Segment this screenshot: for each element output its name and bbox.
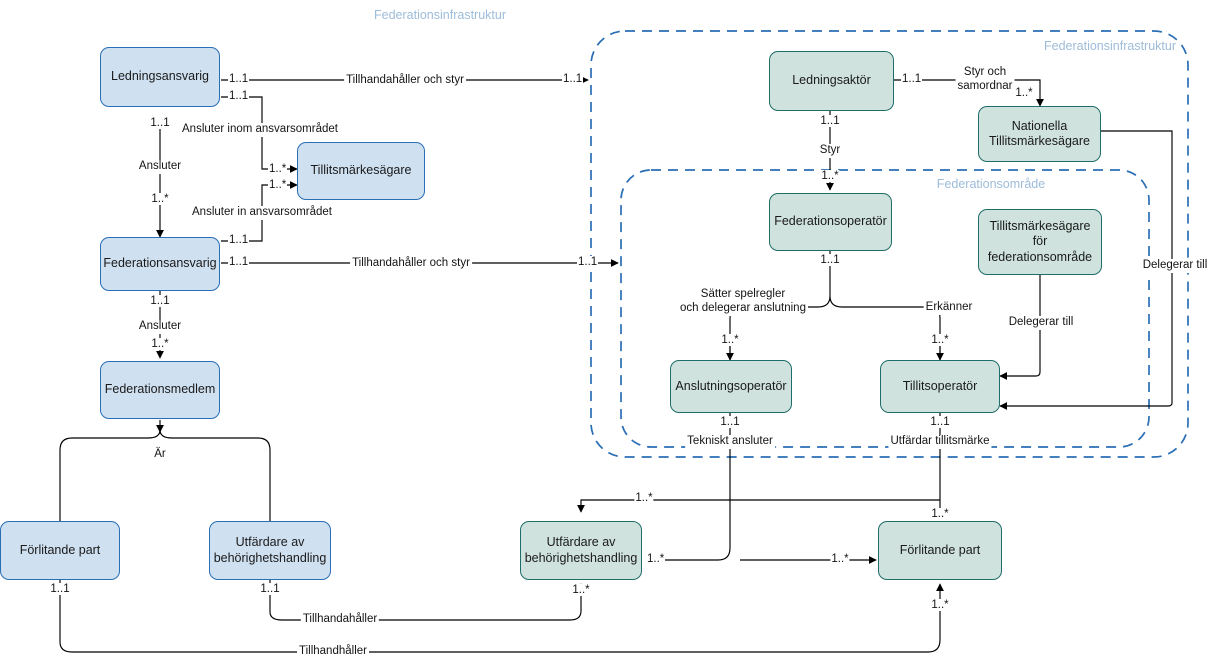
multiplicity-utfardare-green-bottom: 1..* [571, 584, 591, 596]
node-nationella-tillitsmarkesagare[interactable]: Nationella Tillitsmärkesägare [978, 106, 1101, 162]
multiplicity-anslutningsoperator-in: 1..* [720, 334, 740, 346]
edge-label-satter-spelregler: Sätter spelregler och delegerar anslutni… [678, 288, 808, 316]
multiplicity-federationsansvarig-right-2: 1..1 [228, 256, 250, 268]
node-label: Utfärdare av behörighetshandling [213, 535, 327, 565]
multiplicity-tillitsmarkesagare-in-1: 1..* [268, 163, 288, 175]
zone-title-federationsomrade: Federationsområde [936, 177, 1046, 191]
node-federationsmedlem[interactable]: Federationsmedlem [100, 361, 220, 419]
node-label: Ledningsansvarig [111, 69, 209, 84]
node-label: Federationsansvarig [103, 256, 217, 271]
multiplicity-forlitande-green-arrow: 1..* [830, 553, 850, 565]
edge-label-tillhandahaller: Tillhandahåller [300, 613, 380, 627]
multiplicity-forlitande-green-bottom: 1..* [930, 599, 950, 611]
zone-federationsomrade-border [620, 169, 1150, 448]
edge-line-styr-och-samordnar [894, 79, 1045, 107]
node-label: Ledningsaktör [792, 73, 871, 88]
multiplicity-federationsoperator-in: 1..* [820, 170, 840, 182]
node-ledningsaktor[interactable]: Ledningsaktör [769, 51, 894, 111]
node-anslutningsoperator[interactable]: Anslutningsoperatör [670, 360, 792, 413]
zone-title-top: Federationsinfrastruktur [373, 8, 507, 22]
multiplicity-anslutningsoperator-down: 1..1 [719, 416, 741, 428]
multiplicity-forlitande-part-blue-down: 1..1 [49, 583, 71, 595]
node-federationsansvarig[interactable]: Federationsansvarig [100, 237, 220, 291]
edge-label-ansluter-in-ansvarsomradet: Ansluter in ansvarsområdet [190, 206, 334, 220]
edge-line-ar-fork [59, 429, 271, 521]
node-tillitsmarkesagare-for-federationsomrade[interactable]: Tillitsmärkesägare för federationsområde [978, 209, 1102, 275]
node-federationsoperator[interactable]: Federationsoperatör [769, 193, 892, 251]
edge-label-tillhandahaller-och-styr-2: Tillhandahåller och styr [350, 257, 472, 271]
edge-label-tillhandhaller: Tillhandhåller [297, 645, 369, 659]
multiplicity-utfardare-green-left: 1..* [646, 553, 666, 565]
multiplicity-federationsoperator-down: 1..1 [819, 254, 841, 266]
edge-label-ansluter-2: Ansluter [136, 320, 184, 334]
zone-title-federationsinfrastruktur: Federationsinfrastruktur [1043, 39, 1177, 53]
multiplicity-tillhandahaller-2-end: 1..1 [577, 256, 599, 268]
node-utfardare-av-behorighetshandling-blue[interactable]: Utfärdare av behörighetshandling [209, 521, 331, 580]
edge-label-delegerar-till-1: Delegerar till [1140, 259, 1210, 273]
multiplicity-tillitsoperator-in: 1..* [930, 334, 950, 346]
edge-label-erkanner: Erkänner [923, 301, 975, 315]
multiplicity-federationsansvarig-up: 1..* [150, 193, 170, 205]
multiplicity-utfardare-blue-down: 1..1 [259, 583, 281, 595]
node-utfardare-av-behorighetshandling-green[interactable]: Utfärdare av behörighetshandling [520, 521, 642, 580]
node-label: Tillitsmärkesägare [310, 163, 412, 178]
multiplicity-ledningsansvarig-down: 1..1 [149, 117, 171, 129]
edge-line-tillhandhaller [59, 580, 945, 653]
multiplicity-federationsansvarig-down: 1..1 [149, 295, 171, 307]
node-label: Förlitande part [899, 542, 981, 557]
node-label: Förlitande part [19, 542, 101, 557]
node-forlitande-part-blue[interactable]: Förlitande part [0, 521, 120, 580]
edge-line-delegerar-till-2 [999, 275, 1041, 381]
node-label: Utfärdare av behörighetshandling [524, 535, 638, 565]
node-label: Tillitsmärkesägare för federationsområde [987, 219, 1093, 264]
multiplicity-la-right-2: 1..1 [228, 90, 250, 102]
edge-label-ar: Är [152, 448, 168, 462]
edge-label-ansluter-inom-ansvarsomradet: Ansluter inom ansvarsområdet [180, 123, 340, 137]
node-label: Federationsmedlem [104, 382, 216, 397]
edge-label-tekniskt-ansluter: Tekniskt ansluter [685, 435, 775, 449]
multiplicity-federationsansvarig-right-1: 1..1 [228, 234, 250, 246]
edge-line-tekniskt-ansluter [649, 413, 731, 565]
node-label: Nationella Tillitsmärkesägare [989, 118, 1090, 148]
node-forlitande-part-green[interactable]: Förlitande part [878, 521, 1002, 580]
multiplicity-ledningsaktor-down: 1..1 [819, 115, 841, 127]
edge-label-delegerar-till-2: Delegerar till [1006, 316, 1076, 330]
node-ledningsansvarig[interactable]: Ledningsansvarig [100, 47, 220, 107]
node-label: Federationsoperatör [774, 214, 887, 229]
edge-line-tillhandahaller [269, 580, 586, 621]
multiplicity-nationella-in: 1..* [1014, 87, 1034, 99]
node-label: Tillitsoperatör [902, 378, 978, 393]
edge-line-tillits-to-utfardare [576, 499, 940, 513]
edge-label-styr-och-samordnar: Styr och samordnar [955, 66, 1015, 94]
multiplicity-tillitsmarkesagare-in-2: 1..* [268, 179, 288, 191]
node-tillitsmarkesagare[interactable]: Tillitsmärkesägare [297, 142, 425, 200]
edge-label-styr: Styr [817, 144, 843, 158]
edge-line-delegerar-till-1 [999, 130, 1173, 411]
multiplicity-forlitande-green-top: 1..* [930, 508, 950, 520]
multiplicity-utfardare-green-top: 1..* [634, 492, 654, 504]
multiplicity-ledningsaktor-right: 1..1 [901, 73, 923, 85]
edge-label-tillhandahaller-och-styr-1: Tillhandahåller och styr [344, 74, 466, 88]
zone-federationsinfrastruktur-border [590, 30, 1189, 458]
multiplicity-tillhandahaller-1-end: 1..1 [562, 73, 584, 85]
edge-label-utfardar-tillitsmarke: Utfärdar tillitsmärke [888, 435, 992, 449]
node-label: Anslutningsoperatör [675, 378, 787, 393]
multiplicity-tillitsoperator-down: 1..1 [929, 416, 951, 428]
edge-label-ansluter-1: Ansluter [136, 160, 184, 174]
multiplicity-federationsmedlem-up: 1..* [150, 338, 170, 350]
node-tillitsoperator[interactable]: Tillitsoperatör [880, 360, 1000, 413]
multiplicity-la-right-1: 1..1 [228, 73, 250, 85]
